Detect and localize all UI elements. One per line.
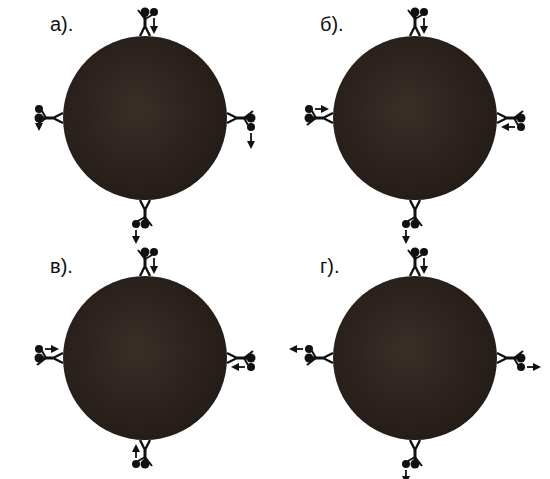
panel-label: а). (50, 14, 73, 34)
panel-label: в). (50, 256, 73, 276)
planet-c (35, 248, 256, 469)
planet-a (35, 8, 256, 243)
panel-label: б). (320, 14, 344, 34)
panel-label: г). (320, 256, 340, 276)
planet-b (305, 8, 526, 243)
planet-d (291, 248, 539, 479)
